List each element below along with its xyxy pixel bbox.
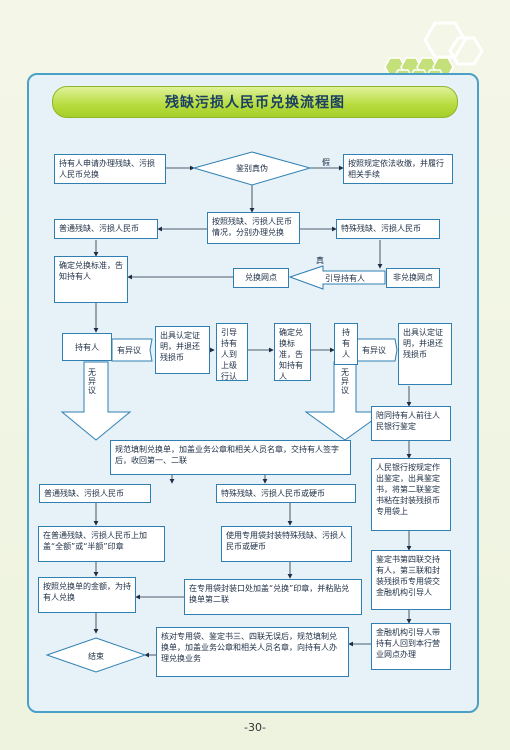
stamp-bag-box: 在专用袋封装口处加盖“兑换”印章，并粘贴兑换单第二联 bbox=[184, 579, 362, 615]
objection-left-label: 有异议 bbox=[117, 346, 141, 355]
non-exchange-point-box: 非兑换网点 bbox=[386, 268, 440, 288]
pbc-identify-box: 人民银行按规定作出鉴定，出具鉴定书，将第二联鉴定书粘在封装残损币专用袋上 bbox=[371, 458, 451, 531]
stamp-full-half-box: 在普通残缺、污损人民币上加盖“全额”或“半额”印章 bbox=[38, 526, 165, 562]
counterfeit-box: 按照规定依法收缴，并履行相关手续 bbox=[343, 154, 453, 184]
title-banner: 残缺污损人民币兑换流程图 bbox=[52, 86, 458, 118]
holder-right-box: 持有人 bbox=[334, 323, 358, 365]
classify-box: 按照残缺、污损人民币情况，分别办理兑换 bbox=[207, 212, 300, 244]
no-objection-left-label: 无异议 bbox=[88, 368, 96, 395]
apply-box: 持有人申请办理残缺、污损人民币兑换 bbox=[54, 154, 166, 184]
objection-right-label: 有异议 bbox=[362, 346, 386, 355]
normal-mid-box: 普通残缺、污损人民币 bbox=[39, 484, 151, 503]
normal-top-box: 普通残缺、污损人民币 bbox=[54, 219, 158, 239]
confirm-std-2-box: 确定兑换标准，告知持有人 bbox=[274, 323, 311, 381]
issue-cert-right-box: 出具认定证明，并退还残损币 bbox=[398, 323, 452, 385]
guide-holder-box: 引导持有人到上级行认定 bbox=[216, 323, 248, 381]
pay-amount-box: 按照兑换单的金额，为持有人兑换 bbox=[38, 577, 136, 613]
real-label: 真 bbox=[316, 256, 324, 265]
no-objection-right-label: 无异议 bbox=[341, 368, 349, 395]
seal-special-box: 使用专用袋封装特殊残缺、污损人民币或硬币 bbox=[221, 526, 352, 562]
special-mid-box: 特殊残缺、污损人民币或硬币 bbox=[216, 484, 356, 503]
page-number: -30- bbox=[244, 721, 266, 734]
page-title: 残缺污损人民币兑换流程图 bbox=[165, 95, 345, 111]
guide-label: 引导持有人 bbox=[325, 274, 365, 283]
accompany-box: 陪同持有人前往人民银行鉴定 bbox=[371, 406, 451, 441]
deliver-cert-box: 鉴定书第四联交持有人，第三联和封装残损币专用袋交金融机构引导人 bbox=[371, 550, 451, 610]
final-check-box: 核对专用袋、鉴定书三、四联无误后，规范填制兑换单，加盖业务公章和相关人员名章，向… bbox=[156, 627, 349, 677]
special-top-box: 特殊残缺、污损人民币 bbox=[336, 219, 440, 239]
exchange-point-box: 兑换网点 bbox=[233, 268, 289, 288]
confirm-std-box: 确定兑换标准，告知持有人 bbox=[54, 256, 128, 303]
holder-left-box: 持有人 bbox=[62, 333, 112, 361]
verify-diamond-label: 鉴别真伪 bbox=[236, 164, 268, 173]
end-diamond-label: 结束 bbox=[88, 652, 104, 661]
fill-form-box: 规范填制兑换单，加盖业务公章和相关人员名章，交持有人签字后，收回第一、二联 bbox=[110, 440, 351, 475]
bring-back-box: 金融机构引导人带持有人回到本行营业网点办理 bbox=[371, 623, 451, 670]
fake-label: 假 bbox=[322, 158, 330, 167]
issue-cert-left-box: 出具认定证明，并退还残损币 bbox=[155, 326, 210, 374]
